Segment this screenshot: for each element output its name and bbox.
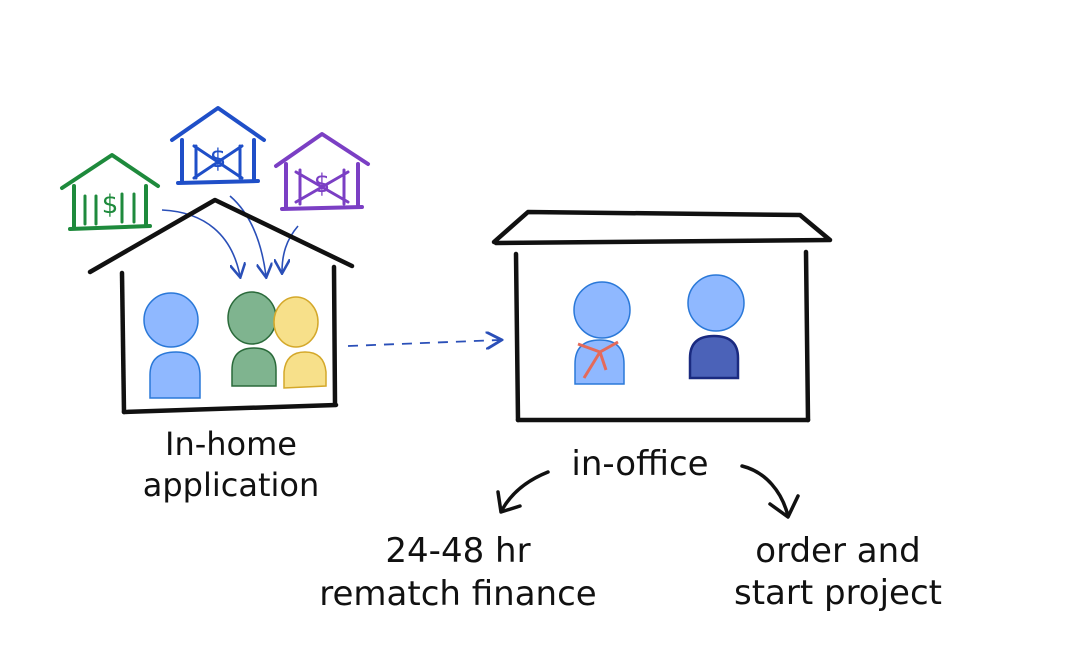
rematch-label-line2: rematch finance xyxy=(319,574,596,614)
home-building xyxy=(87,197,355,415)
office-building xyxy=(491,209,833,423)
green-bank-icon: $ xyxy=(60,153,160,231)
rematch-label-line1: 24-48 hr xyxy=(385,531,530,571)
home-person-green xyxy=(227,291,277,387)
order-label-line1: order and xyxy=(755,531,920,571)
home-person-yellow xyxy=(273,296,327,389)
purple-bank-symbol: $ xyxy=(314,169,331,199)
bank-to-home-arrows xyxy=(161,195,299,276)
office-person-navy xyxy=(687,274,745,380)
office-person-tie xyxy=(573,281,631,385)
home-person-blue xyxy=(143,292,201,399)
office-branch-arrows xyxy=(496,464,800,519)
blue-bank-symbol: $ xyxy=(210,144,227,174)
purple-bank-icon: $ xyxy=(274,132,370,211)
office-label: in-office xyxy=(571,444,708,484)
order-label-line2: start project xyxy=(734,573,942,613)
green-bank-symbol: $ xyxy=(102,190,119,220)
home-to-office-arrow xyxy=(347,340,500,346)
blue-bank-icon: $ xyxy=(170,106,266,185)
home-label-line2: application xyxy=(143,466,320,504)
home-label-line1: In-home xyxy=(165,425,297,463)
